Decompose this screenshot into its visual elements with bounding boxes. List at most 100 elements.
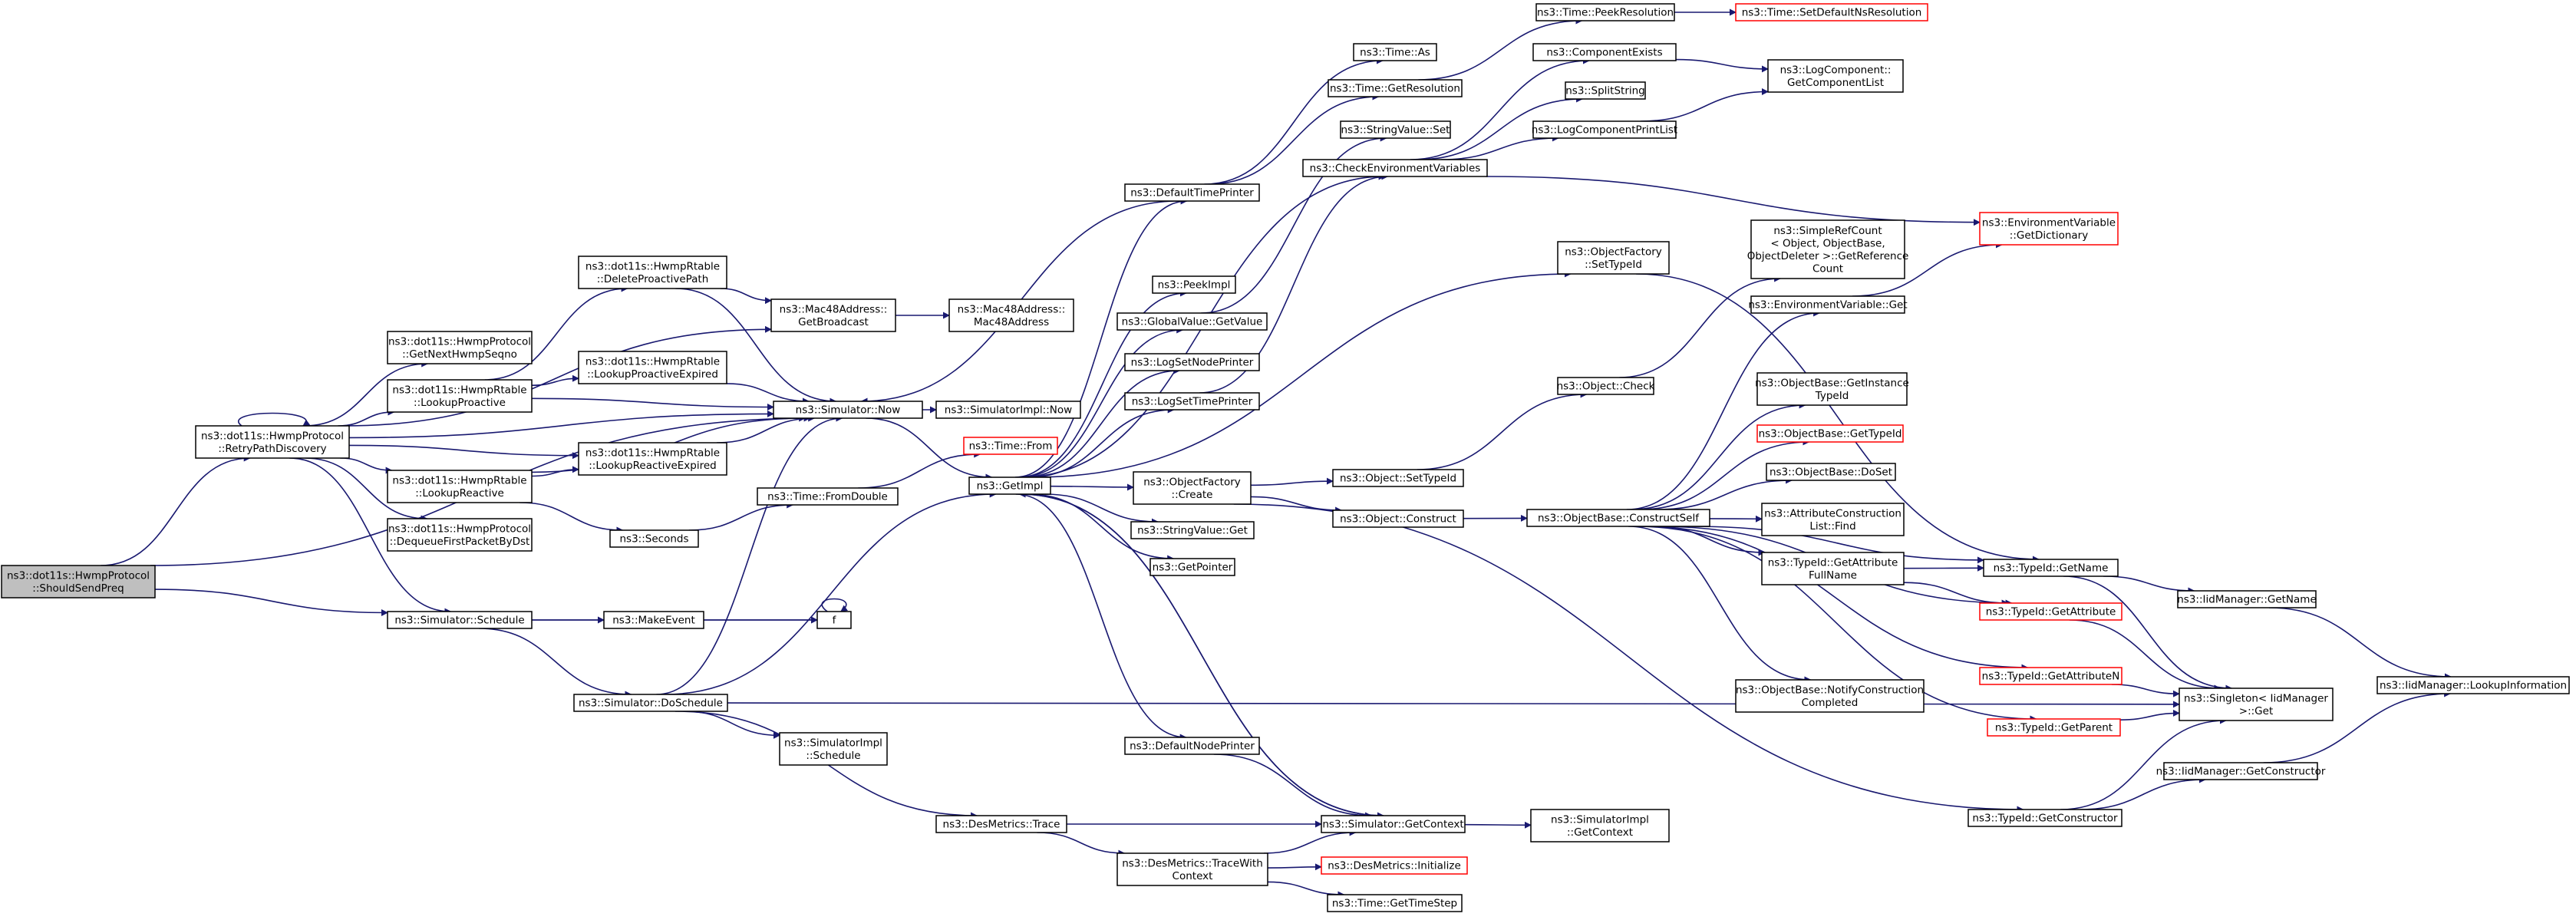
node-envVarGet[interactable]: ns3::EnvironmentVariable::Get [1748,295,1908,314]
node-box[interactable] [578,256,727,289]
node-schedule[interactable]: ns3::Simulator::Schedule [387,611,533,629]
node-box[interactable] [1767,59,1904,93]
node-box[interactable] [1124,353,1260,371]
node-typeIdGetAttribute[interactable]: ns3::TypeId::GetAttribute [1979,602,2122,621]
node-logSetNode[interactable]: ns3::LogSetNodePrinter [1124,353,1260,371]
node-box[interactable] [1565,81,1646,100]
node-box[interactable] [1116,852,1268,886]
node-shouldSendPreq[interactable]: ns3::dot11s::HwmpProtocol::ShouldSendPre… [1,565,156,598]
node-box[interactable] [1133,471,1252,505]
node-box[interactable] [1761,503,1905,536]
node-box[interactable] [935,815,1067,833]
node-timeFrom[interactable]: ns3::Time::From [963,437,1058,455]
node-simNow[interactable]: ns3::Simulator::Now [773,401,923,419]
node-box[interactable] [387,379,533,413]
node-box[interactable] [948,298,1074,332]
node-box[interactable] [578,351,727,384]
node-logComponentPrintList[interactable]: ns3::LogComponentPrintList [1532,120,1677,139]
node-box[interactable] [1532,43,1677,61]
node-box[interactable] [1983,559,2119,577]
node-timeAs[interactable]: ns3::Time::As [1353,43,1437,61]
node-box[interactable] [1149,558,1235,576]
node-objBaseGetTypeId[interactable]: ns3::ObjectBase::GetTypeId [1756,424,1904,443]
node-singletonGet[interactable]: ns3::Singleton< IidManager>::Get [2179,688,2334,721]
node-box[interactable] [1557,377,1654,395]
node-retryPath[interactable]: ns3::dot11s::HwmpProtocol::RetryPathDisc… [195,425,350,459]
node-box[interactable] [2376,676,2570,694]
node-box[interactable] [1756,424,1904,443]
node-box[interactable] [757,487,899,506]
node-box[interactable] [1328,79,1463,97]
node-box[interactable] [387,518,533,552]
node-stringValueGet[interactable]: ns3::StringValue::Get [1130,521,1255,539]
node-box[interactable] [770,298,896,332]
node-box[interactable] [1756,372,1908,406]
node-objFactorySetTypeId[interactable]: ns3::ObjectFactory::SetTypeId [1557,241,1670,275]
node-checkEnv[interactable]: ns3::CheckEnvironmentVariables [1302,159,1488,177]
node-objectCheck[interactable]: ns3::Object::Check [1557,377,1655,395]
node-peekImpl[interactable]: ns3::PeekImpl [1152,275,1236,294]
node-box[interactable] [1353,43,1437,61]
node-typeIdGetName[interactable]: ns3::TypeId::GetName [1983,559,2119,577]
node-stringValueSet[interactable]: ns3::StringValue::Set [1340,120,1451,139]
node-box[interactable] [1967,809,2122,827]
node-objBaseNotify[interactable]: ns3::ObjectBase::NotifyConstructionCompl… [1735,679,1925,713]
node-box[interactable] [1302,159,1488,177]
node-box[interactable] [1532,120,1677,139]
node-getPointer[interactable]: ns3::GetPointer [1149,558,1235,576]
node-f[interactable]: f [816,611,852,629]
node-timeFromDouble[interactable]: ns3::Time::FromDouble [757,487,899,506]
node-timeSetDefault[interactable]: ns3::Time::SetDefaultNsResolution [1735,3,1928,21]
node-box[interactable] [1766,463,1896,481]
node-box[interactable] [1979,667,2122,685]
node-iidGetConstructor[interactable]: ns3::IidManager::GetConstructor [2156,762,2326,780]
node-lookupReactive[interactable]: ns3::dot11s::HwmpRtable::LookupReactive [387,470,533,503]
node-seconds[interactable]: ns3::Seconds [609,529,699,548]
node-box[interactable] [387,331,533,364]
node-box[interactable] [1735,3,1928,21]
node-objectSetTypeId[interactable]: ns3::Object::SetTypeId [1332,469,1464,487]
node-simImplSchedule[interactable]: ns3::SimulatorImpl::Schedule [779,732,888,766]
node-simImplNow[interactable]: ns3::SimulatorImpl::Now [935,401,1081,419]
node-objectConstruct[interactable]: ns3::Object::Construct [1332,509,1464,528]
node-desInit[interactable]: ns3::DesMetrics::Initialize [1321,856,1468,875]
node-box[interactable] [1526,509,1710,527]
node-box[interactable] [603,611,704,629]
node-iidLookup[interactable]: ns3::IidManager::LookupInformation [2376,676,2570,694]
node-lookupProactive[interactable]: ns3::dot11s::HwmpRtable::LookupProactive [387,379,533,413]
node-objBaseDoSet[interactable]: ns3::ObjectBase::DoSet [1766,463,1896,481]
node-box[interactable] [816,611,852,629]
node-box[interactable] [1750,219,1905,279]
node-getImpl[interactable]: ns3::GetImpl [968,476,1051,495]
node-box[interactable] [609,529,699,548]
node-box[interactable] [1152,275,1236,294]
node-simGetContext[interactable]: ns3::Simulator::GetContext [1321,815,1466,833]
node-box[interactable] [1116,312,1268,331]
node-getNextHwmp[interactable]: ns3::dot11s::HwmpProtocol::GetNextHwmpSe… [387,331,533,364]
node-box[interactable] [2179,688,2334,721]
node-simpleRefCount[interactable]: ns3::SimpleRefCount< Object, ObjectBase,… [1747,219,1909,279]
node-box[interactable] [1530,809,1670,843]
node-box[interactable] [1979,602,2122,621]
node-objBaseConstructSelf[interactable]: ns3::ObjectBase::ConstructSelf [1526,509,1710,527]
node-box[interactable] [1735,679,1925,713]
node-box[interactable] [935,401,1081,419]
node-defaultTimePrinter[interactable]: ns3::DefaultTimePrinter [1124,183,1260,202]
node-box[interactable] [1535,3,1675,21]
node-box[interactable] [1340,120,1451,139]
node-lookupProactiveExp[interactable]: ns3::dot11s::HwmpRtable::LookupProactive… [578,351,727,384]
node-timeGetTimeStep[interactable]: ns3::Time::GetTimeStep [1327,894,1463,912]
node-iidGetName[interactable]: ns3::IidManager::GetName [2177,590,2317,608]
node-box[interactable] [773,401,923,419]
node-box[interactable] [968,476,1051,495]
node-box[interactable] [1124,183,1260,202]
node-macBroadcast[interactable]: ns3::Mac48Address::GetBroadcast [770,298,896,332]
node-box[interactable] [573,694,728,712]
node-box[interactable] [1332,469,1464,487]
node-box[interactable] [1124,392,1260,411]
node-box[interactable] [2177,590,2317,608]
node-macCtor[interactable]: ns3::Mac48Address::Mac48Address [948,298,1074,332]
node-makeEvent[interactable]: ns3::MakeEvent [603,611,704,629]
